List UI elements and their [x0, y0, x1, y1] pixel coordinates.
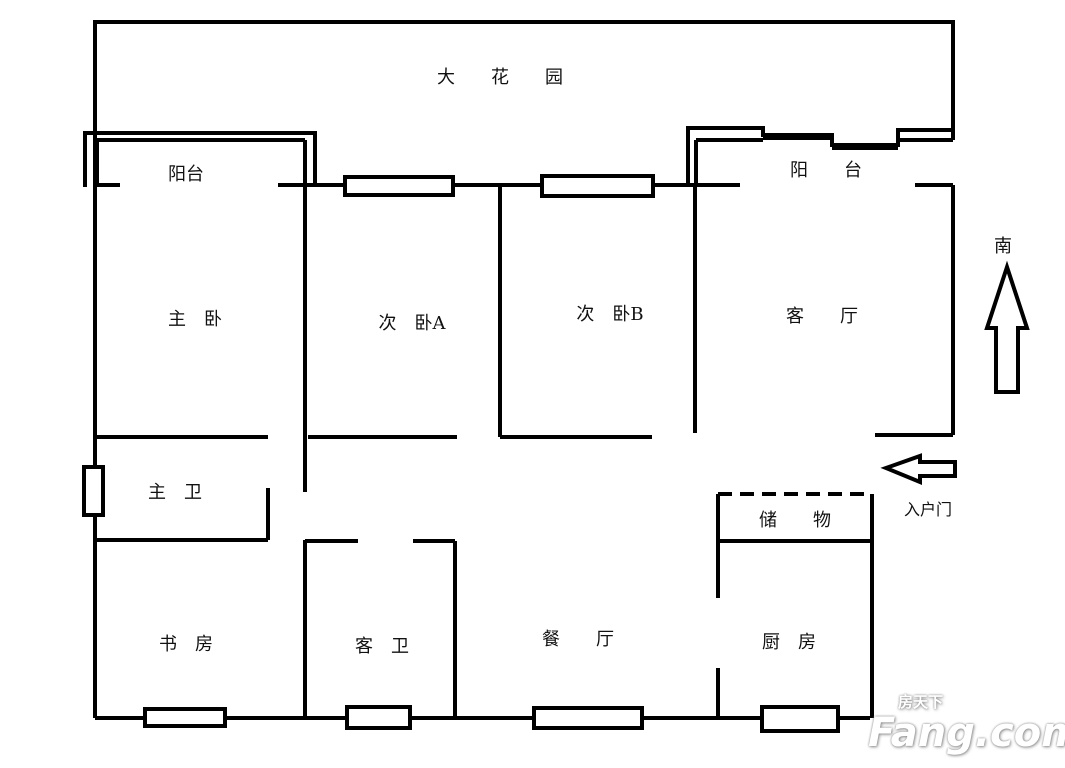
watermark-en: Fang.com — [868, 710, 1065, 756]
room-storage: 储 物 — [759, 510, 831, 531]
room-second-bedroom-b: 次 卧B — [576, 304, 644, 325]
room-guest-bath: 客 卫 — [355, 636, 409, 657]
entrance-arrow-icon — [880, 453, 957, 485]
room-balcony-left: 阳台 — [168, 164, 204, 185]
windows — [82, 174, 840, 733]
walls — [83, 20, 955, 720]
room-study: 书 房 — [159, 634, 213, 655]
room-second-bedroom-a: 次 卧A — [378, 313, 446, 334]
room-master-bedroom: 主 卧 — [168, 309, 222, 330]
room-balcony-right: 阳 台 — [790, 160, 862, 181]
room-garden: 大 花 园 — [437, 67, 563, 88]
south-arrow-icon — [984, 260, 1030, 394]
entrance-label: 入户门 — [903, 500, 953, 519]
room-kitchen: 厨 房 — [762, 632, 816, 653]
watermark-logo: 房天下 Fang.com — [868, 693, 1065, 756]
room-living-room: 客 厅 — [786, 306, 858, 327]
compass-label: 南 — [994, 236, 1012, 257]
room-dining-room: 餐 厅 — [542, 629, 614, 650]
watermark-cn: 房天下 — [898, 693, 944, 711]
room-master-bath: 主 卫 — [148, 482, 202, 503]
